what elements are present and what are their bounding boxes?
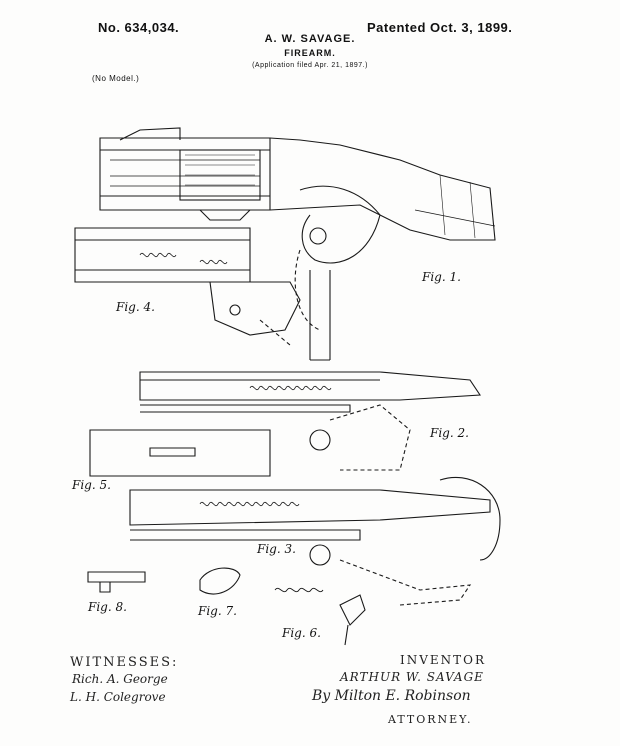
figure-2-drawing — [139, 371, 481, 471]
attorney-signature: By Milton E. Robinson — [312, 688, 471, 704]
fig-5-label: Fig. 5. — [72, 478, 111, 492]
fig-1-label: Fig. 1. — [422, 270, 461, 284]
inventor-label: INVENTOR — [400, 653, 487, 667]
witness-1-signature: Rich. A. George — [72, 672, 168, 686]
figure-5-drawing — [89, 429, 271, 477]
fig-3-label: Fig. 3. — [257, 542, 296, 556]
fig-8-label: Fig. 8. — [88, 600, 127, 614]
figure-7-drawing — [199, 567, 241, 595]
patent-number: No. 634,034. — [98, 20, 180, 35]
inventor-name-header: A. W. SAVAGE. — [264, 33, 356, 45]
fig-2-label: Fig. 2. — [430, 426, 469, 440]
application-note: (Application filed Apr. 21, 1897.) — [252, 62, 368, 69]
inventor-signature: ARTHUR W. SAVAGE — [340, 670, 484, 684]
figure-1-drawing — [99, 127, 496, 361]
patent-date: Patented Oct. 3, 1899. — [367, 20, 513, 35]
patent-title: FIREARM. — [284, 48, 336, 58]
figure-3-drawing — [129, 476, 501, 606]
witnesses-label: WITNESSES: — [70, 655, 179, 670]
figure-8-drawing — [87, 571, 146, 593]
witness-2-signature: L. H. Colegrove — [70, 690, 166, 704]
fig-4-label: Fig. 4. — [116, 300, 155, 314]
attorney-label: ATTORNEY. — [388, 713, 473, 726]
fig-7-label: Fig. 7. — [198, 604, 237, 618]
figure-4-drawing — [74, 227, 301, 346]
figure-6-drawing — [274, 587, 366, 646]
fig-6-label: Fig. 6. — [282, 626, 321, 640]
model-note: (No Model.) — [92, 74, 140, 83]
